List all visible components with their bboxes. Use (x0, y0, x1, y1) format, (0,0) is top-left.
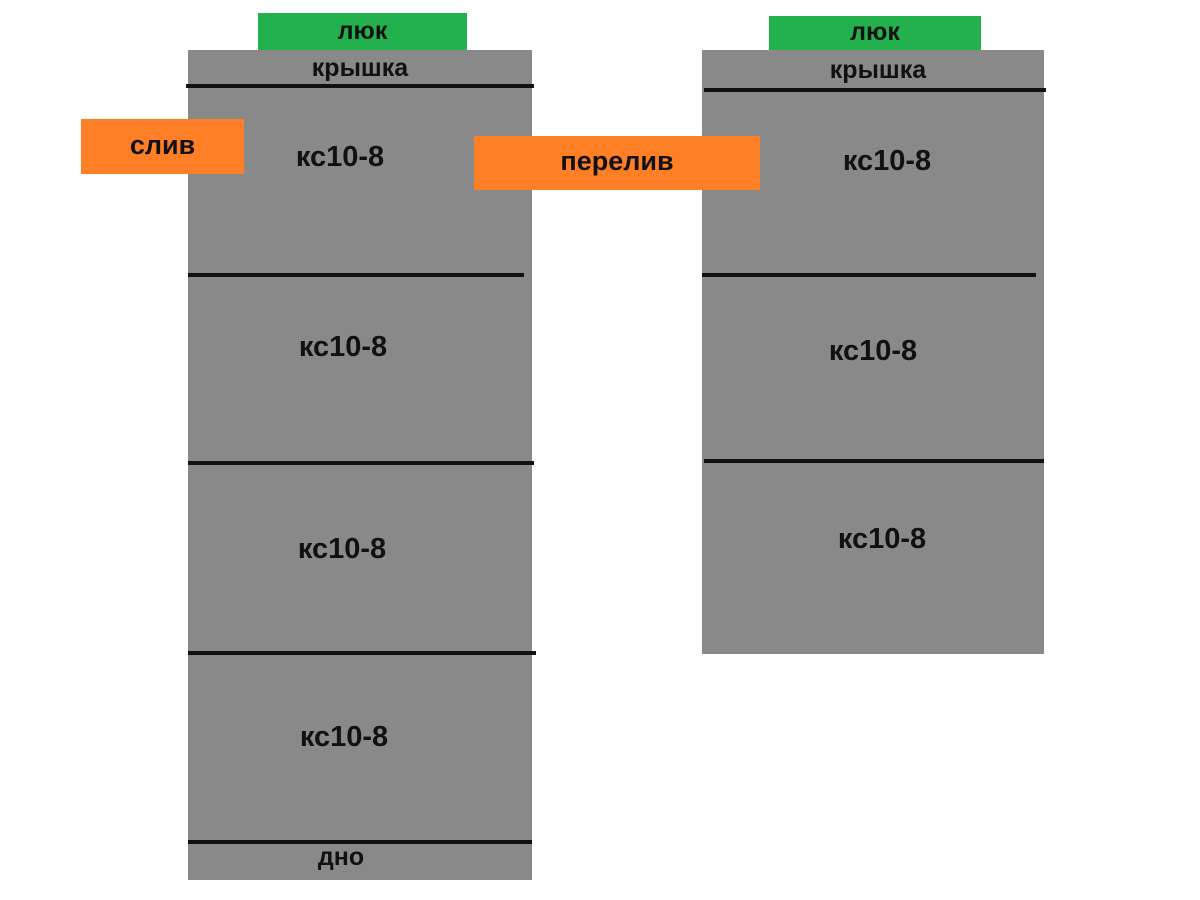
overflow-pipe (474, 136, 760, 190)
right-well-ring-3: кс10-8 (837, 523, 927, 555)
left-well-separator (188, 273, 524, 277)
left-well-ring-2: кс10-8 (298, 331, 388, 363)
drain-pipe (81, 119, 244, 174)
left-well-separator (188, 461, 534, 465)
right-well-ring-2: кс10-8 (828, 335, 918, 367)
left-well-hatch (258, 13, 467, 50)
left-well-bottom-label: дно (317, 843, 365, 871)
left-well-cover-label: крышка (311, 54, 409, 82)
left-well-separator (188, 651, 536, 655)
left-well-separator (186, 84, 534, 88)
right-well-hatch (769, 16, 981, 50)
right-well-separator (704, 88, 1046, 92)
drain-pipe-label: слив (129, 130, 196, 160)
right-well-separator (702, 273, 1036, 277)
left-well-ring-1: кс10-8 (295, 141, 385, 173)
left-well-separator (188, 840, 532, 844)
left-well-ring-4: кс10-8 (299, 721, 389, 753)
overflow-pipe-label: перелив (560, 146, 674, 176)
right-well-separator (704, 459, 1044, 463)
left-well-ring-3: кс10-8 (297, 533, 387, 565)
right-well-ring-1: кс10-8 (842, 145, 932, 177)
right-well-hatch-label: люк (850, 18, 900, 46)
right-well-cover-label: крышка (829, 56, 927, 84)
left-well-hatch-label: люк (337, 17, 388, 45)
